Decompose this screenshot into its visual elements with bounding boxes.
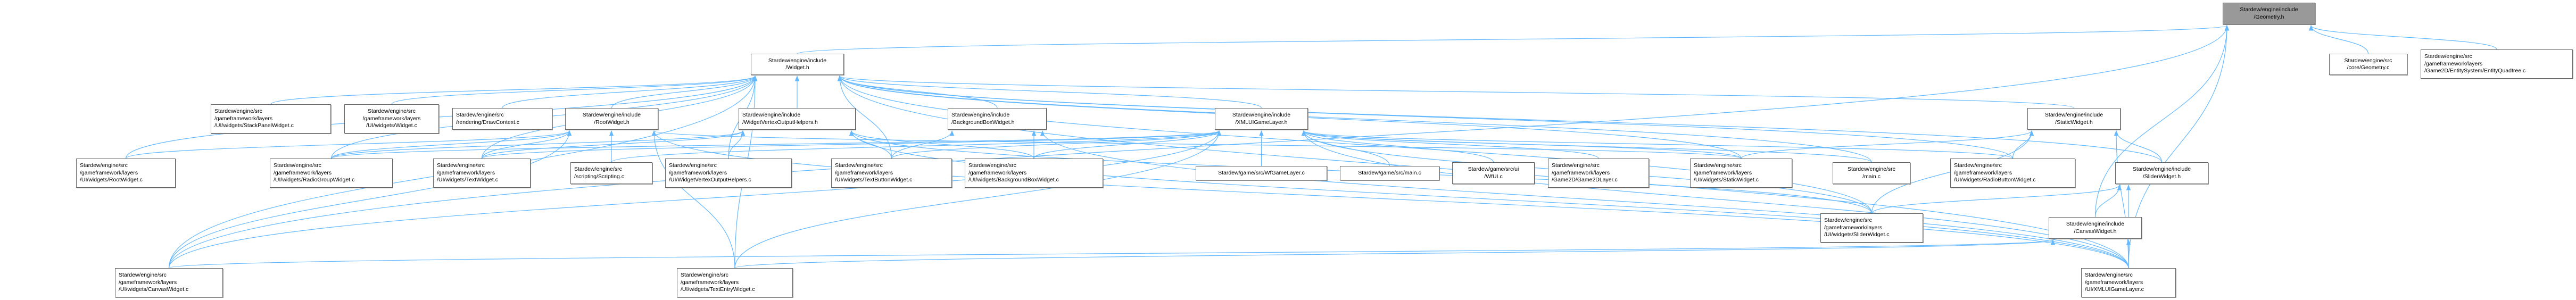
edge-textentry_c-to-rootwidget_h bbox=[651, 130, 735, 269]
edge-bgbox_c-to-xmlui_h bbox=[1033, 130, 1222, 159]
edge-stackpanel_c-to-widget_h bbox=[270, 75, 757, 105]
edge-rootwidget_c-to-rootwidget_h bbox=[125, 130, 571, 159]
edge-textentry_c-to-canvaswidget_h bbox=[734, 239, 2055, 269]
node-stackpanelwidget-c[interactable]: Stardew/engine/src /gameframework/layers… bbox=[211, 104, 331, 134]
edge-xmlui_c-to-geometry_h bbox=[2128, 24, 2230, 269]
edge-engine_main_c-to-widget_h bbox=[837, 75, 1872, 163]
edge-radiogroup_c-to-rootwidget_h bbox=[330, 130, 572, 159]
edge-textwidget_c-to-xmlui_h bbox=[481, 130, 1221, 159]
node-game-main-c[interactable]: Stardew/game/src/main.c bbox=[1340, 166, 1439, 180]
node-widgetvertexoutputhelpers-h[interactable]: Stardew/engine/include /WidgetVertexOutp… bbox=[739, 108, 856, 130]
edge-scripting_c-to-xmlui_h bbox=[611, 130, 1221, 163]
node-core-geometry-c[interactable]: Stardew/engine/src /core/Geometry.c bbox=[2329, 54, 2407, 75]
edge-staticwidget_c-to-staticwidget_h bbox=[1741, 130, 2034, 159]
node-textbuttonwidget-c[interactable]: Stardew/engine/src /gameframework/layers… bbox=[831, 159, 952, 188]
node-backgroundboxwidget-h[interactable]: Stardew/engine/include /BackgroundBoxWid… bbox=[948, 108, 1047, 130]
node-rootwidget-c[interactable]: Stardew/engine/src /gameframework/layers… bbox=[76, 159, 176, 188]
node-textentrywidget-c[interactable]: Stardew/engine/src /gameframework/layers… bbox=[677, 268, 793, 297]
edge-wfui_c-to-xmlui_h bbox=[1301, 130, 1494, 163]
edge-textentry_c-to-xmlui_h bbox=[734, 130, 1222, 269]
node-geometry-h[interactable]: Stardew/engine/include /Geometry.h bbox=[2223, 3, 2315, 24]
node-backgroundboxwidget-c[interactable]: Stardew/engine/src /gameframework/layers… bbox=[965, 159, 1103, 188]
node-drawcontext-c[interactable]: Stardew/engine/src /rendering/DrawContex… bbox=[452, 108, 552, 130]
edge-textwidget_c-to-wvoh_h bbox=[481, 130, 746, 159]
edge-staticwidget_h-to-widget_h bbox=[838, 75, 2075, 109]
node-sliderwidget-c[interactable]: Stardew/engine/src /gameframework/layers… bbox=[1820, 213, 1923, 243]
node-game2dlayer-c[interactable]: Stardew/engine/src /gameframework/layers… bbox=[1548, 159, 1649, 188]
edge-drawcontext_c-to-widget_h bbox=[502, 75, 758, 109]
edge-canvaswidget_h-to-sliderwidget_h bbox=[2094, 184, 2122, 218]
node-xmluigamelayer-c[interactable]: Stardew/engine/src /gameframework/layers… bbox=[2081, 268, 2176, 297]
edge-radiogroup_c-to-xmlui_h bbox=[330, 130, 1221, 159]
edge-rootwidget_h-to-widget_h bbox=[611, 75, 758, 109]
node-canvaswidget-c[interactable]: Stardew/engine/src /gameframework/layers… bbox=[115, 268, 223, 297]
node-textwidget-c[interactable]: Stardew/engine/src /gameframework/layers… bbox=[433, 159, 531, 188]
node-scripting-c[interactable]: Stardew/engine/src /scripting/Scripting.… bbox=[570, 162, 652, 184]
edge-textbutton_c-to-bgbox_h bbox=[891, 130, 955, 159]
edge-radiobutton_c-to-xmlui_h bbox=[1302, 130, 2014, 159]
edge-canvaswidget_c-to-canvaswidget_h bbox=[168, 239, 2055, 269]
edge-canvaswidget_c-to-xmlui_h bbox=[168, 130, 1222, 269]
node-staticwidget-h[interactable]: Stardew/engine/include /StaticWidget.h bbox=[2027, 108, 2121, 130]
node-canvaswidget-h[interactable]: Stardew/engine/include /CanvasWidget.h bbox=[2049, 217, 2142, 239]
edge-xmlui_c-to-wvoh_h bbox=[849, 130, 2129, 269]
edge-xmlui_h-to-widget_h bbox=[837, 75, 1262, 109]
edge-sliderwidget_h-to-widget_h bbox=[837, 75, 2163, 163]
edge-sliderwidget_h-to-staticwidget_h bbox=[2114, 130, 2163, 163]
node-widget-c[interactable]: Stardew/engine/src /gameframework/layers… bbox=[344, 104, 439, 134]
node-sliderwidget-h[interactable]: Stardew/engine/include /SliderWidget.h bbox=[2115, 162, 2208, 184]
edge-game2dlayer_c-to-xmlui_h bbox=[1301, 130, 1599, 159]
node-widgetvertexoutputhelpers-c[interactable]: Stardew/engine/src /gameframework/layers… bbox=[665, 159, 792, 188]
edge-xmlui_c-to-bgbox_h bbox=[1040, 130, 2129, 269]
edge-textbutton_c-to-widget_h bbox=[837, 75, 892, 159]
node-radiogroupwidget-c[interactable]: Stardew/engine/src /gameframework/layers… bbox=[270, 159, 393, 188]
edge-entityquadtree_c-to-geometry_h bbox=[2308, 24, 2497, 50]
edge-radiobutton_c-to-staticwidget_h bbox=[2012, 130, 2034, 159]
edge-bgbox_c-to-wvoh_h bbox=[849, 130, 1034, 159]
edge-widget_h-to-geometry_h bbox=[797, 24, 2229, 54]
edge-textbutton_c-to-xmlui_h bbox=[891, 130, 1222, 159]
node-xmluigamelayer-h[interactable]: Stardew/engine/include /XMLUIGameLayer.h bbox=[1215, 108, 1308, 130]
edge-engine_main_c-to-xmlui_h bbox=[1302, 130, 1872, 163]
edge-radiogroup_c-to-wvoh_h bbox=[330, 130, 746, 159]
edge-sliderwidget_c-to-sliderwidget_h bbox=[1871, 184, 2122, 214]
edge-bgbox_h-to-widget_h bbox=[837, 75, 998, 109]
node-rootwidget-h[interactable]: Stardew/engine/include /RootWidget.h bbox=[565, 108, 658, 130]
edge-canvaswidget_c-to-rootwidget_h bbox=[168, 130, 572, 269]
node-engine-main-c[interactable]: Stardew/engine/src /main.c bbox=[1833, 162, 1910, 184]
node-wfui-c[interactable]: Stardew/game/src/ui /WfUI.c bbox=[1452, 162, 1535, 184]
edge-xmlui_c-to-xmlui_h bbox=[1301, 130, 2129, 269]
node-widget-h[interactable]: Stardew/engine/include /Widget.h bbox=[751, 54, 844, 75]
node-staticwidget-c[interactable]: Stardew/engine/src /gameframework/layers… bbox=[1690, 159, 1792, 188]
edge-textwidget_c-to-rootwidget_h bbox=[481, 130, 572, 159]
edge-staticwidget_c-to-rootwidget_h bbox=[652, 130, 1742, 159]
edge-xmlui_c-to-rootwidget_h bbox=[651, 130, 2129, 269]
node-entityquadtree-c[interactable]: Stardew/engine/src /gameframework/layers… bbox=[2421, 49, 2573, 79]
edge-core_geometry_c-to-geometry_h bbox=[2308, 24, 2369, 54]
edge-canvaswidget_h-to-geometry_h bbox=[2094, 24, 2230, 218]
edge-xmlui_c-to-staticwidget_h bbox=[2114, 130, 2129, 269]
node-wfgamelayer-c[interactable]: Stardew/game/src/WfGameLayer.c bbox=[1196, 166, 1327, 180]
edge-sliderwidget_c-to-widget_h bbox=[837, 75, 1873, 214]
node-radiobuttonwidget-c[interactable]: Stardew/engine/src /gameframework/layers… bbox=[1950, 159, 2075, 188]
edge-rootwidget_c-to-widget_h bbox=[125, 75, 758, 159]
edge-widget_c-to-widget_h bbox=[391, 75, 758, 105]
